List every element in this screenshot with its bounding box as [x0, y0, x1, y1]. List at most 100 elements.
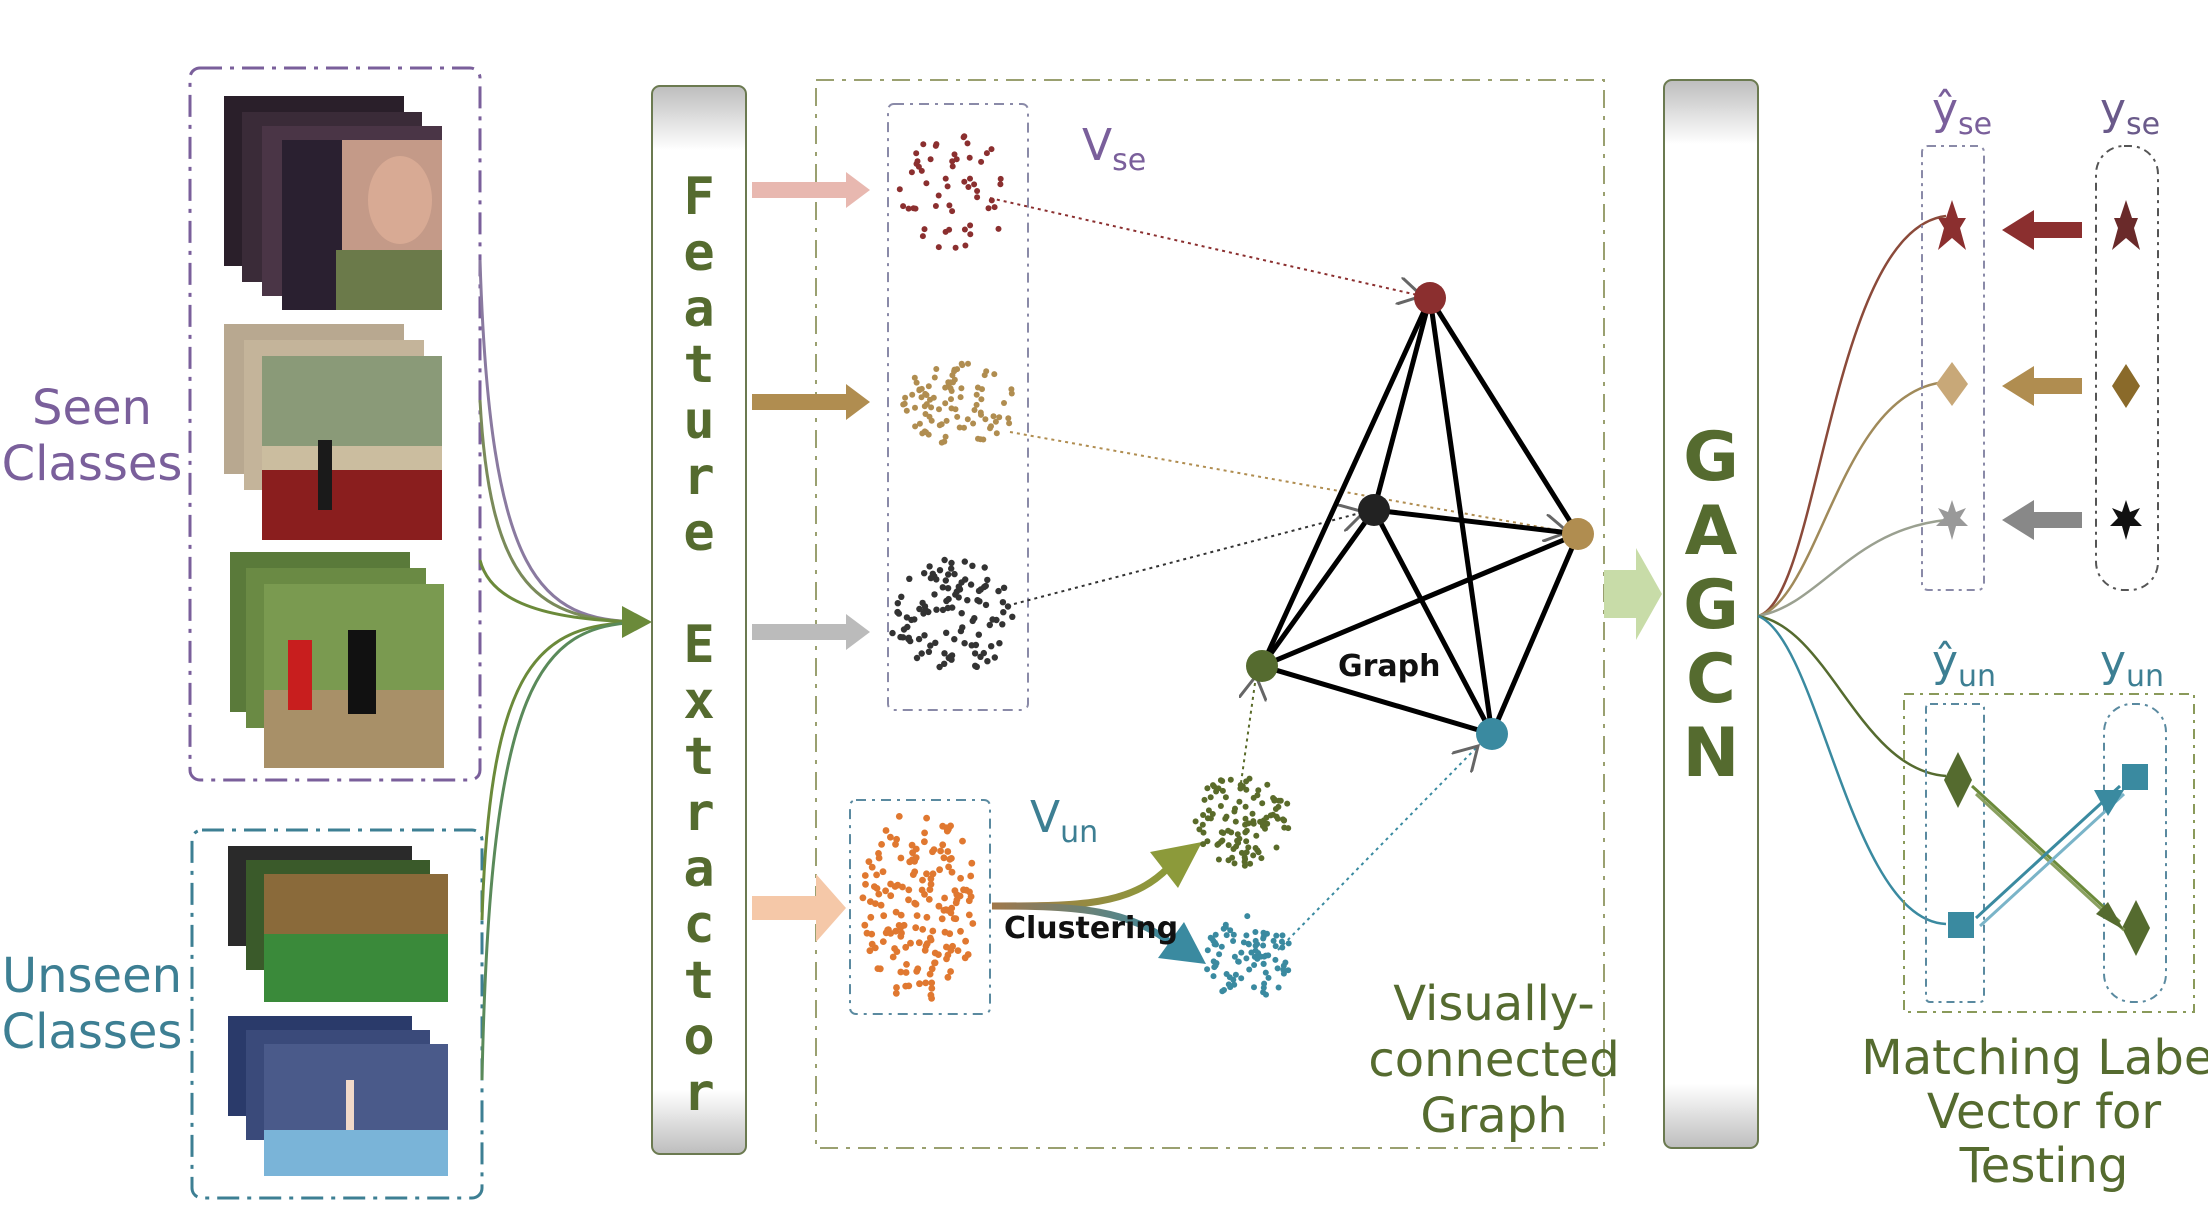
feature-dot [1231, 808, 1238, 815]
feature-dot [969, 562, 976, 569]
gagcn-letter: N [1683, 714, 1740, 793]
feature-dot [913, 379, 920, 386]
feature-dot [946, 226, 953, 233]
feature-dot [947, 968, 954, 975]
feature-dot [983, 150, 990, 157]
feature-dot [1211, 941, 1218, 948]
feature-dot [964, 597, 971, 604]
feature-dot [941, 660, 948, 667]
feature-dot [1241, 854, 1248, 861]
feature-dot [887, 892, 895, 900]
feature-dot [1243, 932, 1250, 939]
feature-dot [1270, 811, 1276, 818]
feature-dot [921, 226, 928, 233]
feature-dot [1270, 937, 1277, 944]
feature-dot [1273, 932, 1280, 939]
feature-dot [984, 576, 991, 584]
feature-dot [972, 662, 979, 669]
feature-extractor-letter: c [683, 895, 714, 955]
feature-dot [914, 158, 921, 165]
feature-dot [938, 421, 945, 428]
feature-dot [999, 599, 1007, 606]
feature-dot [1243, 778, 1250, 785]
unseen-video-stack-2 [228, 1016, 448, 1176]
v-se-label: Vse [1082, 120, 1146, 178]
feature-dot [1253, 832, 1260, 839]
feature-dot [1196, 826, 1203, 833]
feature-dot [1260, 960, 1267, 967]
feature-dot [913, 912, 921, 919]
feature-dot [952, 406, 959, 413]
feature-dot [1222, 815, 1229, 822]
feature-dot [1000, 609, 1007, 616]
feature-dot [1204, 838, 1211, 845]
fe-arrow-gray [752, 614, 870, 650]
feature-dot [892, 840, 899, 848]
feature-dot [939, 606, 947, 614]
feature-dot [939, 841, 947, 849]
feature-dot [941, 438, 948, 445]
feature-dot [1201, 796, 1208, 803]
clustering-branch-blue [991, 902, 1175, 947]
feature-dot [933, 576, 940, 583]
feature-dot [986, 621, 993, 629]
feature-dot [1272, 943, 1279, 950]
feature-dot [1247, 860, 1254, 867]
feature-dot [961, 640, 968, 647]
feature-dot [961, 133, 968, 140]
y-se-label: yse [2100, 84, 2160, 142]
feature-dot [965, 911, 973, 919]
feature-dot [1238, 849, 1245, 856]
seen-cluster-dark [889, 556, 1016, 671]
feature-dot [868, 863, 876, 871]
unseen-video-stack-1 [228, 846, 448, 1002]
feature-dot [973, 401, 980, 408]
feature-dot [903, 961, 910, 968]
feature-dot [925, 383, 932, 390]
gagcn-bar [1663, 79, 1759, 1149]
feature-dot [926, 563, 933, 570]
feature-dot [1258, 855, 1265, 862]
feature-extractor-letter: e [683, 223, 714, 283]
match-arrow-red [2002, 210, 2082, 250]
feature-dot [921, 946, 929, 954]
feature-dot [908, 616, 915, 624]
feature-dot [951, 636, 958, 643]
graph-caption-line-2: connected [1368, 1032, 1619, 1088]
match-arrow-tan [2002, 366, 2082, 406]
feature-dot [931, 959, 939, 967]
seen-classes-label-line-1: Seen [32, 380, 152, 436]
feature-dot [862, 880, 869, 888]
feature-dot [1192, 818, 1199, 825]
input-arrow-head [622, 606, 652, 638]
feature-dot [949, 604, 956, 611]
y-se-star-red [2112, 200, 2140, 250]
unseen-classes-box [190, 828, 484, 1200]
feature-dot [944, 907, 952, 914]
feature-dot [964, 140, 971, 147]
feature-dot [1231, 860, 1238, 867]
feature-dot [995, 225, 1002, 232]
y-un-column [2103, 703, 2167, 1003]
feature-dot [865, 858, 873, 865]
feature-dot [921, 570, 928, 577]
feature-dot [1234, 831, 1241, 838]
yhat-se-star-gray [1936, 500, 1968, 540]
feature-dot [1284, 800, 1291, 807]
feature-dot [996, 640, 1003, 647]
feature-dot [894, 600, 901, 607]
feature-dot [1243, 849, 1250, 856]
feature-dot [1281, 824, 1288, 831]
gagcn-letter: G [1683, 566, 1739, 645]
feature-dot [1219, 787, 1226, 794]
feature-dot [1243, 838, 1250, 845]
feature-dot [1227, 927, 1234, 934]
feature-dot [1259, 800, 1266, 807]
feature-extractor-letter: r [683, 447, 714, 507]
feature-dot [1277, 797, 1284, 804]
feature-dot [982, 582, 989, 590]
feature-dot [928, 965, 936, 973]
feature-dot [897, 854, 905, 862]
yhat-se-column [1921, 145, 1985, 591]
feature-dot [912, 854, 920, 862]
